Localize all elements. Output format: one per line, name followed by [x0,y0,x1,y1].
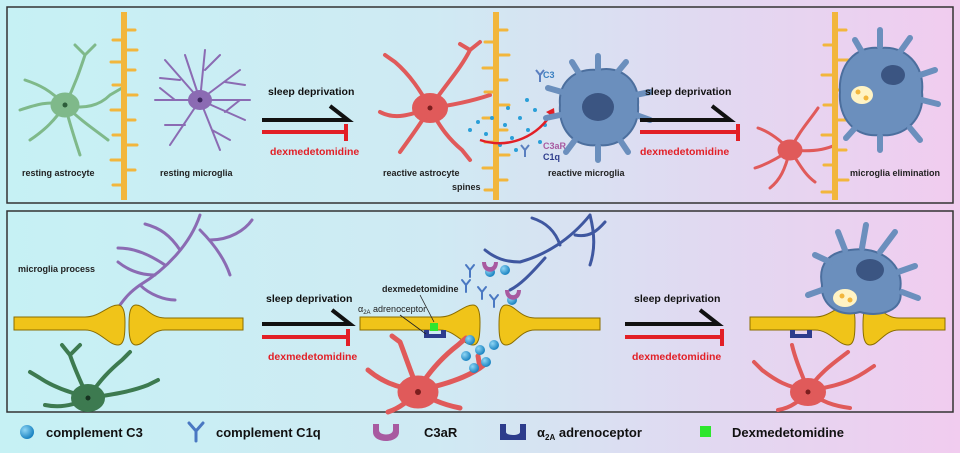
legend-dex-icon [700,426,711,437]
legend-alpha-suffix: adrenoceptor [555,425,642,440]
c3ar-middle [482,262,521,300]
legend-c1q-label: complement C1q [216,425,321,440]
legend-c3-label: complement C3 [46,425,143,440]
alpha2a-sub: 2A [363,310,370,316]
synapse-middle [359,304,601,346]
reactive-astrocyte-right [752,343,876,412]
dendrite-spines-1 [109,12,139,200]
alpha2a-suffix: adrenoceptor [371,304,427,314]
reactive-microglia [543,53,653,163]
legend-alpha2a-icon [500,424,526,440]
label-resting-microglia: resting microglia [160,168,234,178]
pointer-alpha2a [399,314,427,335]
label-c3ar-top: C3aR [543,141,567,151]
label-alpha2a-adrenoceptor: α2A adrenoceptor [358,304,426,316]
alpha2a-receptor-right [790,330,812,338]
alpha2a-prefix: α [358,304,363,314]
bottom-panel-frame [6,210,954,413]
inhibit-dexmedetomidine-2 [640,124,740,141]
label-sleep-deprivation-top-1: sleep deprivation [268,86,354,98]
label-microglia-process: microglia process [18,264,95,274]
resting-astrocyte [18,43,124,157]
inhibit-dexmedetomidine-1 [262,124,348,141]
synapse-left [13,304,244,346]
label-microglia-elimination: microglia elimination [850,168,940,178]
arrow-sleep-deprivation-bottom-1 [262,308,356,326]
legend-alpha-prefix: α [537,425,545,440]
engulfing-microglia [838,27,941,153]
reactive-astrocyte-small [753,106,837,190]
arrow-sleep-deprivation-bottom-2 [625,308,724,326]
label-resting-astrocyte: resting astrocyte [22,168,95,178]
label-sleep-deprivation-top-2: sleep deprivation [645,86,731,98]
alpha2a-receptor-middle [424,330,446,338]
microglia-process-left [116,213,254,307]
resting-astrocyte-bottom [28,343,160,412]
c1q-receptor-top [520,69,545,157]
legend-c3-icon [20,425,34,439]
label-sleep-deprivation-bottom-1: sleep deprivation [266,293,352,305]
dexmedetomidine-marker-middle [430,323,438,331]
reactive-astrocyte [378,40,492,162]
arrow-sleep-deprivation-2 [640,104,736,122]
dendrite-spines-2 [481,12,511,200]
pointer-dex [419,294,435,323]
label-dexmedetomidine-top-2: dexmedetomidine [640,146,729,158]
microglia-process-middle [483,213,607,292]
label-c3-top: C3 [543,70,555,80]
legend-dex-label: Dexmedetomidine [732,425,844,440]
arrow-sleep-deprivation-1 [262,104,354,122]
legend-alpha2a-label: α2A adrenoceptor [537,425,642,442]
legend-c3ar-icon [373,424,399,441]
legend-c3ar-label: C3aR [424,425,458,440]
label-dexmedetomidine-bottom-2: dexmedetomidine [632,351,721,363]
label-reactive-astrocyte: reactive astrocyte [383,168,460,178]
label-reactive-microglia: reactive microglia [548,168,626,178]
label-spines: spines [452,182,481,192]
inhibit-dexmedetomidine-bottom-1 [262,329,350,346]
legend: complement C3 complement C1q C3aR α2A ad… [20,421,844,443]
inhibit-dexmedetomidine-bottom-2 [625,329,724,346]
label-c1q-top: C1q [543,152,560,162]
label-dexmedetomidine-top-1: dexmedetomidine [270,146,359,158]
label-dexmedetomidine-bottom-1: dexmedetomidine [268,351,357,363]
resting-microglia [154,49,251,151]
engulfing-microglia-bottom [805,222,921,315]
reactive-astrocyte-bottom [365,333,491,415]
label-dexmedetomidine-middle: dexmedetomidine [382,284,459,294]
c3-particles-top [468,98,547,152]
label-sleep-deprivation-bottom-2: sleep deprivation [634,293,720,305]
top-panel-frame [6,6,954,204]
legend-alpha-sub: 2A [545,433,555,442]
legend-c1q-icon [187,421,205,443]
c1q-middle [461,264,499,308]
